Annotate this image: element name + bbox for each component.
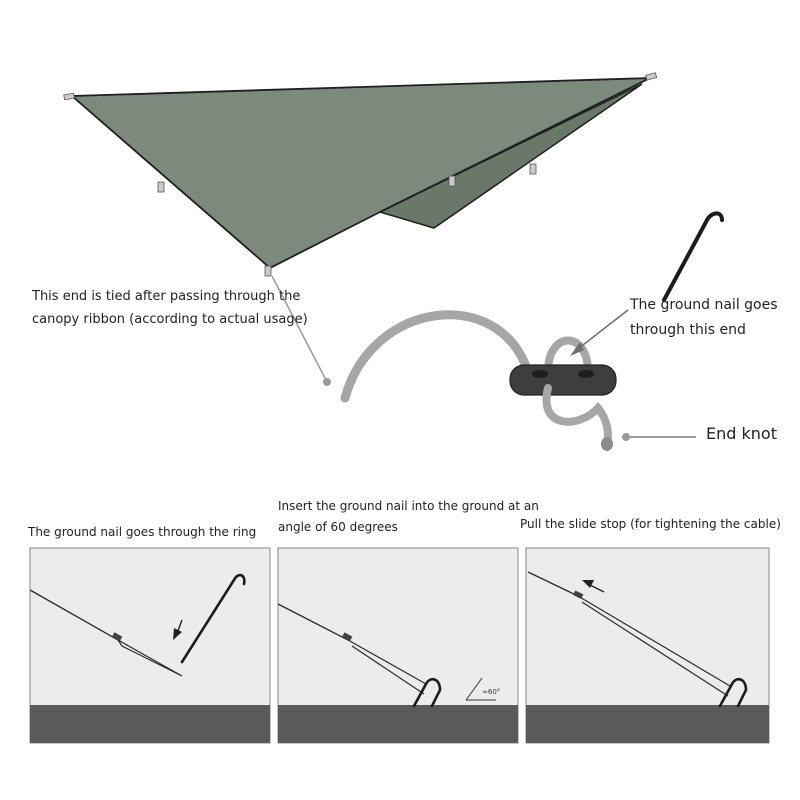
canopy-surface [69,77,651,270]
end-knot-leader [622,433,696,441]
side-tab [157,181,165,193]
ground-nail-icon [662,211,724,302]
pull-arrow-icon [582,580,594,588]
end-knot-label: End knot [706,424,777,443]
ground [30,705,270,743]
step-panel-3 [525,547,770,744]
ground-nail-note-line-1: The ground nail goes [630,297,778,313]
canopy-underside [377,83,643,229]
cord-line [277,603,349,641]
leader-dot [323,378,331,386]
end-knot [601,437,613,451]
down-arrow-icon [173,628,182,640]
angle-mark: ≈60° [482,688,500,696]
side-tab [529,163,537,175]
tied-end-note-line-2: canopy ribbon (according to actual usage… [32,311,308,327]
ground-nail-note-line-2: through this end [630,321,746,338]
angle-indicator: ≈60° [465,677,500,701]
slide-stop-small [573,590,584,599]
cord-line-lower [581,601,729,697]
step-3-caption: Pull the slide stop (for tightening the … [520,517,781,531]
stake-icon [718,677,748,708]
ground-nail-note: The ground nail goes through this end [630,293,778,342]
canopy-tarp [63,72,658,277]
ground-nail-pointer [573,309,629,353]
cord-line [527,571,579,597]
slide-stop [509,364,617,396]
cord-arch [340,310,533,403]
side-tab [448,175,456,187]
cord-line-upper [347,639,427,685]
stake-icon [412,677,442,708]
ground [526,705,769,743]
step-panel-1 [29,547,271,744]
cord-line-lower [351,645,425,695]
cord-loop-upper [544,336,592,376]
ground-nail-pointer-arrow [570,342,584,356]
guy-cord [340,310,592,403]
stake-icon [180,573,246,664]
corner-ring-left [63,92,75,101]
tied-end-leader [271,275,331,386]
corner-ring-right [645,72,658,81]
cord-line [29,589,119,641]
step-panel-2: ≈60° [277,547,519,744]
corner-ring-bottom [264,265,272,277]
cord-line-upper [577,595,731,687]
step-2-caption: Insert the ground nail into the ground a… [278,496,539,538]
step-1-caption: The ground nail goes through the ring [28,525,257,539]
ground [278,705,518,743]
tied-end-note: This end is tied after passing through t… [32,286,308,332]
slide-stop-small [112,632,123,642]
cord-loop [117,639,183,677]
step-2-caption-line-2: angle of 60 degrees [278,520,398,534]
slide-stop-small [342,632,353,641]
tied-end-note-line-1: This end is tied after passing through t… [32,289,301,304]
cord-tail [542,384,613,451]
step-2-caption-line-1: Insert the ground nail into the ground a… [278,499,539,513]
